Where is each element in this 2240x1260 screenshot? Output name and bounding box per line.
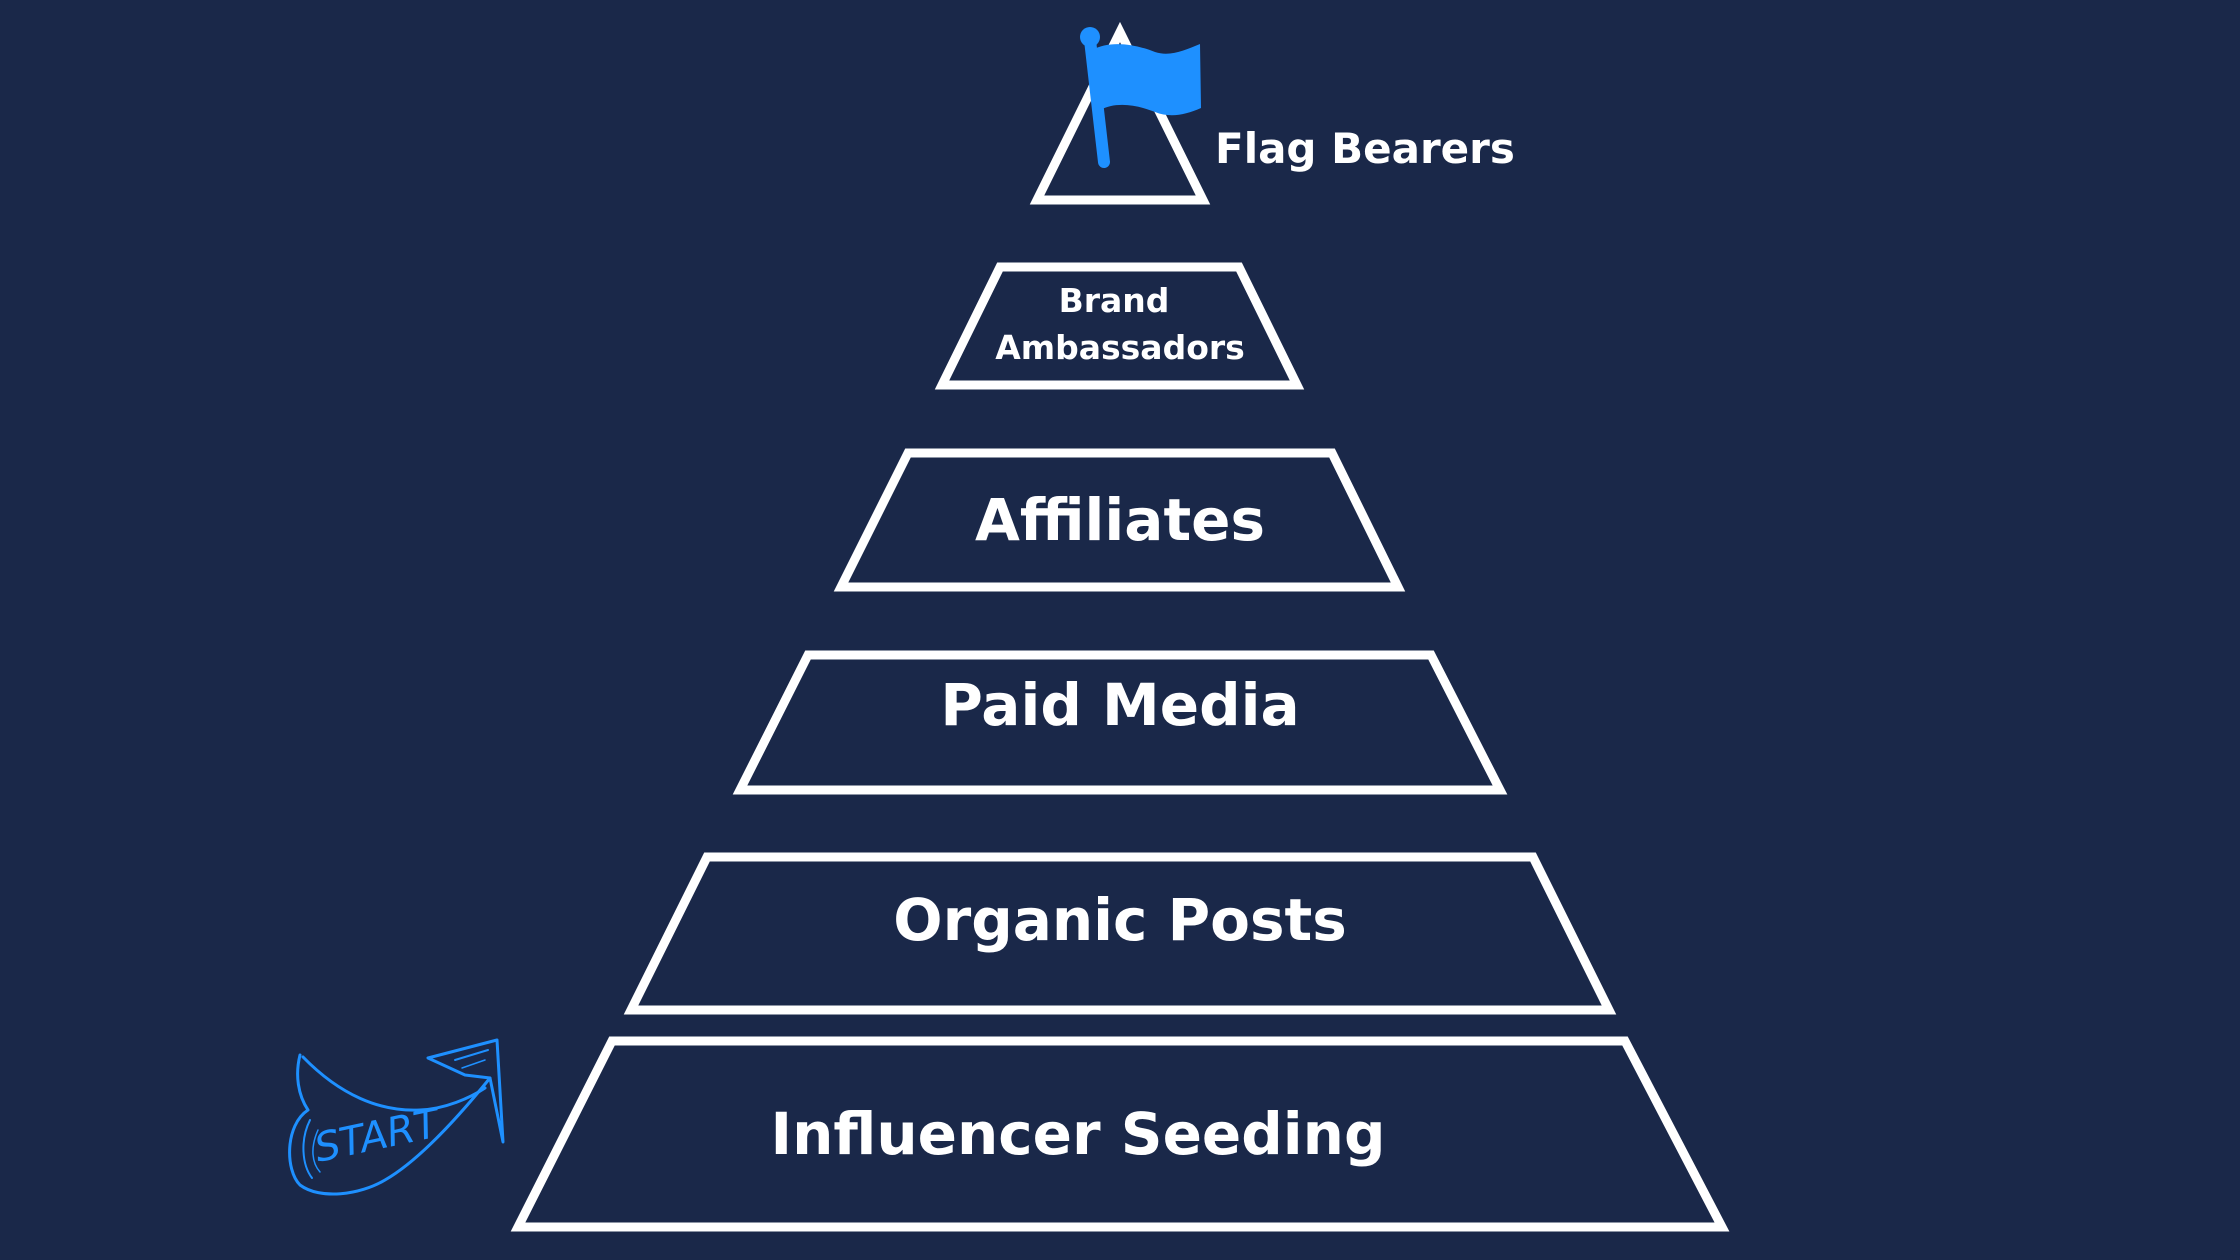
start-label: START — [311, 1100, 447, 1172]
flag-icon — [1080, 27, 1201, 168]
tier-shape — [833, 448, 1406, 592]
tier-affiliates: Affiliates — [833, 448, 1406, 592]
peak-label: Flag Bearers — [1215, 124, 1515, 173]
tier-brand-ambassadors: Brand Ambassadors — [934, 262, 1305, 390]
tier-shape — [510, 1036, 1730, 1232]
tier-shape — [732, 650, 1508, 795]
peak-flag-bearers: Flag Bearers — [1029, 21, 1515, 205]
tier-label-line-1: Brand — [1059, 281, 1170, 320]
tier-influencer-seeding: Influencer Seeding — [510, 1036, 1730, 1232]
tier-shape — [623, 852, 1617, 1015]
tier-shape — [934, 262, 1305, 390]
tier-label-line-2: Ambassadors — [995, 328, 1245, 367]
tier-label: Paid Media — [940, 671, 1299, 739]
tier-organic-posts: Organic Posts — [623, 852, 1617, 1015]
tier-label: Affiliates — [975, 486, 1265, 554]
curved-arrow-icon — [288, 1038, 505, 1196]
tier-label: Influencer Seeding — [771, 1100, 1386, 1168]
peak-triangle — [1029, 21, 1211, 205]
tier-paid-media: Paid Media — [732, 650, 1508, 795]
tier-label: Organic Posts — [893, 886, 1346, 954]
start-marker: START — [288, 1038, 505, 1196]
